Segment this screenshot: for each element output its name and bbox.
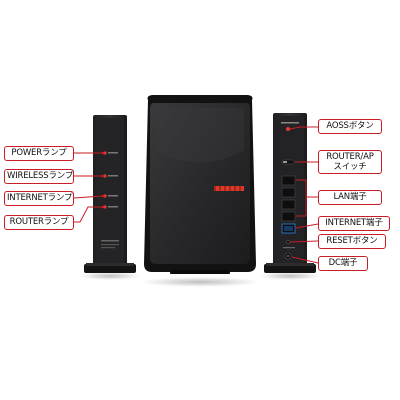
buffalo-logo — [214, 186, 244, 191]
callout-label: WIRELESSランプ — [7, 171, 74, 181]
device-front-view — [84, 115, 136, 273]
device-back-view — [264, 113, 316, 273]
callout-reset-button: RESETボタン — [318, 234, 386, 249]
callout-label: INTERNET端子 — [325, 218, 383, 228]
callout-internet-lamp: INTERNETランプ — [4, 191, 74, 206]
callout-dc-port: DC端子 — [318, 256, 368, 271]
lan-ports — [281, 175, 296, 222]
callout-label: POWERランプ — [11, 148, 67, 158]
callout-internet-port: INTERNET端子 — [318, 216, 390, 231]
power-lamp-icon — [103, 151, 107, 155]
reset-button-icon — [286, 240, 290, 244]
callout-router-ap-switch: ROUTER/AP スイッチ — [318, 150, 382, 174]
callout-label: AOSSボタン — [326, 121, 374, 131]
callout-wireless-lamp: WIRELESSランプ — [4, 169, 74, 184]
aoss-button-icon — [286, 127, 290, 131]
callout-aoss-button: AOSSボタン — [318, 119, 382, 134]
wireless-lamp-icon — [103, 174, 107, 178]
callout-label-line2: スイッチ — [333, 162, 367, 172]
router-lamp-icon — [103, 205, 107, 209]
callout-lan-port: LAN端子 — [318, 190, 382, 205]
leader-lines — [73, 126, 319, 264]
device-main-view — [144, 95, 256, 274]
callout-label: DC端子 — [328, 258, 358, 268]
callout-label: LAN端子 — [333, 192, 367, 202]
callout-label: RESETボタン — [326, 236, 378, 246]
internet-lamp-icon — [103, 194, 107, 198]
callout-router-lamp: ROUTERランプ — [4, 215, 74, 230]
callout-label: ROUTERランプ — [9, 217, 69, 227]
callout-label: ROUTER/AP — [326, 152, 374, 162]
callout-label: INTERNETランプ — [7, 193, 73, 203]
callout-power-lamp: POWERランプ — [4, 146, 74, 161]
